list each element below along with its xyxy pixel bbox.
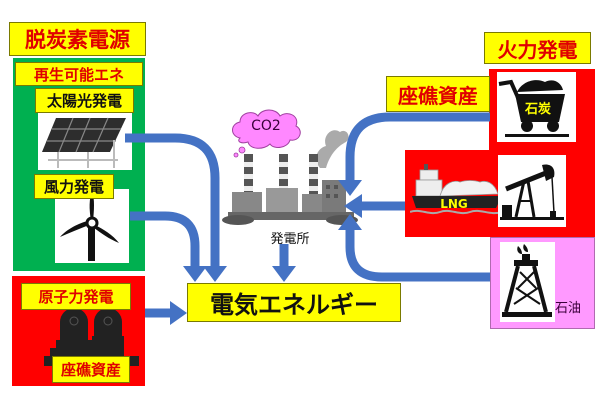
oil-pumpjack-icon	[500, 164, 564, 220]
oil-label: 石油	[555, 301, 582, 316]
co2-label: CO2	[251, 118, 281, 134]
decarbonized-title: 脱炭素電源	[9, 22, 146, 56]
oil-derrick-panel	[500, 242, 555, 322]
co2-cloud-icon	[232, 109, 301, 158]
electric-energy-box: 電気エネルギー	[187, 283, 401, 322]
coal-label: 石炭	[524, 102, 551, 117]
oil-pump-panel	[498, 155, 566, 227]
power-plant-icon	[222, 130, 358, 225]
renewable-title: 再生可能エネ	[15, 62, 143, 86]
wind-label: 風力発電	[34, 174, 114, 199]
coal-panel	[497, 72, 576, 142]
coal-cart-icon	[498, 79, 569, 137]
arrowhead-wind	[183, 266, 207, 282]
thermal-power-title: 火力発電	[484, 32, 591, 64]
oil-derrick-icon	[502, 244, 552, 317]
arrowhead-nuclear	[170, 301, 187, 325]
lng-tanker-icon	[410, 164, 502, 215]
solar-panel-icon	[42, 117, 126, 168]
arrowhead-solar	[203, 266, 227, 282]
stranded-asset-label: 座礁資産	[386, 76, 490, 112]
solar-label: 太陽光発電	[35, 88, 134, 113]
wind-turbine-icon	[60, 191, 119, 261]
nuclear-label: 原子力発電	[21, 283, 131, 310]
power-plant-label: 発電所	[270, 232, 310, 247]
nuclear-stranded-asset-label: 座礁資産	[52, 356, 130, 383]
lng-label: LNG	[440, 197, 468, 211]
wind-turbine-box	[55, 189, 129, 263]
arrowhead-plant	[272, 266, 296, 282]
